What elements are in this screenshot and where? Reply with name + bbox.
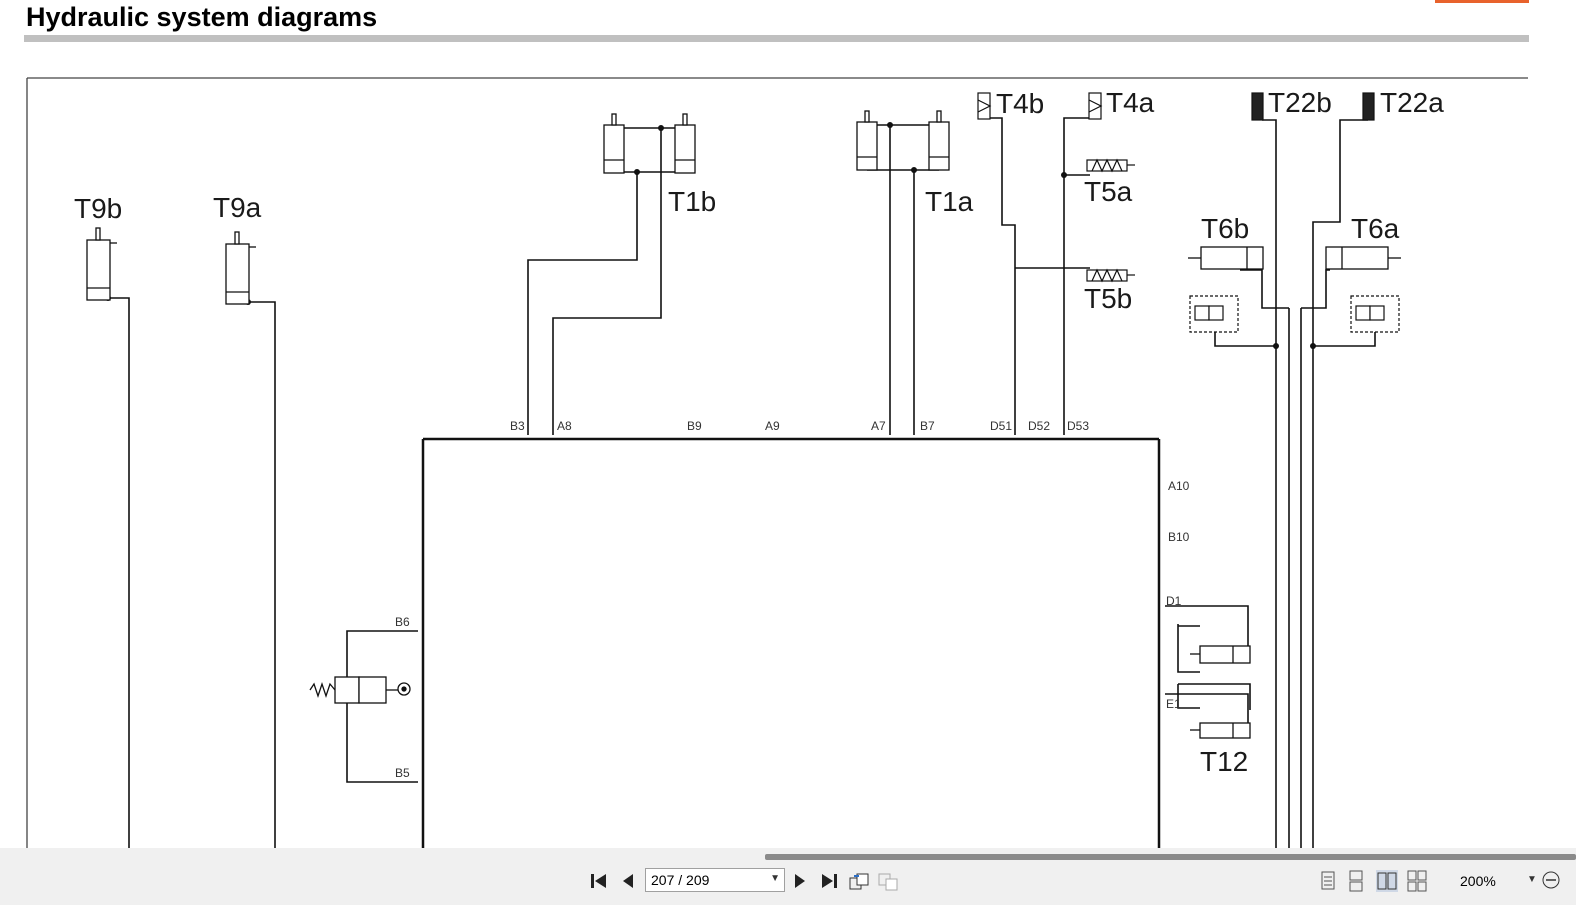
go-forward-icon[interactable] (877, 870, 899, 892)
diagram-frame (26, 77, 1528, 848)
port-d53: D53 (1067, 419, 1089, 433)
zoom-dropdown-icon[interactable]: ▼ (1527, 874, 1537, 885)
port-a7: A7 (871, 419, 886, 433)
roller-valve (309, 676, 411, 704)
label-t22b: T22b (1268, 87, 1332, 118)
cylinder-t6b (1188, 246, 1264, 270)
first-page-icon[interactable] (588, 870, 610, 892)
label-t5a: T5a (1084, 176, 1133, 207)
main-valve-block (421, 437, 1161, 848)
facing-pages-icon[interactable] (1376, 870, 1398, 892)
port-b7: B7 (920, 419, 935, 433)
port-d51: D51 (990, 419, 1012, 433)
label-t4b: T4b (996, 88, 1044, 119)
hydraulic-diagram: T9b T9a T1b T1a T4b T4a T5a T5b T22b T22… (26, 77, 1528, 848)
sensor-t4a (1088, 92, 1103, 120)
spring-cylinder-t5b (1086, 268, 1135, 283)
cylinder-t12-upper (1190, 645, 1251, 664)
prev-page-icon[interactable] (617, 870, 639, 892)
junction-dots (105, 122, 1316, 349)
continuous-page-icon[interactable] (1346, 870, 1368, 892)
cylinder-t9b (86, 227, 117, 301)
single-page-icon[interactable] (1318, 870, 1340, 892)
chevron-down-icon[interactable]: ▼ (770, 873, 780, 884)
valve-t6b (1189, 295, 1239, 333)
label-t9a: T9a (213, 192, 262, 223)
cylinder-pair-t1a (856, 110, 950, 171)
title-rule (24, 35, 1529, 42)
label-t4a: T4a (1106, 87, 1155, 118)
page-number-field[interactable]: 207 / 209 ▼ (645, 868, 785, 892)
port-b5: B5 (395, 766, 410, 780)
label-t9b: T9b (74, 193, 122, 224)
sensor-t22b (1251, 92, 1264, 121)
port-b6: B6 (395, 615, 410, 629)
cylinder-t12-lower (1190, 722, 1251, 739)
go-back-icon[interactable] (848, 870, 870, 892)
label-t22a: T22a (1380, 87, 1444, 118)
port-d52: D52 (1028, 419, 1050, 433)
port-a8: A8 (557, 419, 572, 433)
zoom-out-icon[interactable] (1541, 870, 1561, 890)
hydraulic-lines (108, 117, 1376, 848)
sensor-t22a (1362, 92, 1375, 121)
cylinder-t6a (1325, 246, 1401, 270)
last-page-icon[interactable] (818, 870, 840, 892)
page-header: Hydraulic system diagrams (0, 0, 1576, 48)
label-t5b: T5b (1084, 283, 1132, 314)
port-d1: D1 (1166, 594, 1182, 608)
zoom-level[interactable]: 200% (1460, 873, 1496, 889)
port-a10: A10 (1168, 479, 1190, 493)
label-t1b: T1b (668, 186, 716, 217)
page-title: Hydraulic system diagrams (26, 2, 378, 32)
spring-cylinder-t5a (1086, 158, 1135, 173)
continuous-facing-icon[interactable] (1406, 870, 1428, 892)
label-t6a: T6a (1351, 213, 1400, 244)
port-b10: B10 (1168, 530, 1190, 544)
horizontal-scrollbar[interactable] (765, 854, 1576, 860)
sensor-t4b (977, 92, 992, 120)
page-indicator: 207 / 209 (651, 872, 710, 888)
port-b3: B3 (510, 419, 525, 433)
valve-t6a (1350, 295, 1400, 333)
label-t12: T12 (1200, 746, 1248, 777)
port-b9: B9 (687, 419, 702, 433)
label-t1a: T1a (925, 186, 974, 217)
port-a9: A9 (765, 419, 780, 433)
next-page-icon[interactable] (789, 870, 811, 892)
accent-tab (1435, 0, 1529, 3)
cylinder-t9a (225, 231, 256, 305)
port-e1: E1 (1166, 697, 1181, 711)
cylinder-pair-t1b (603, 113, 696, 174)
label-t6b: T6b (1201, 213, 1249, 244)
viewer-toolbar: 207 / 209 ▼ 200% ▼ (0, 848, 1576, 905)
